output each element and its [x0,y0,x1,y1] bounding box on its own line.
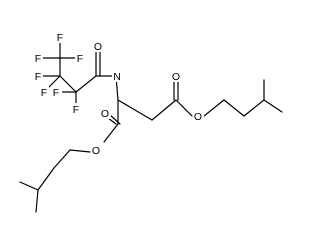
bonds [19,39,283,213]
bond-chain-a [223,99,245,117]
atom-labels: F F F F F F F O N O O O O [33,31,204,157]
bond-branch-b [19,181,39,191]
fluorine-atom-5: F [41,87,47,99]
amide-nitrogen-atom: N [113,71,121,83]
bond-chain-a [243,99,265,117]
ester-carbonyl-oxygen-atom-upper: O [172,71,180,83]
bond-ca-ch2 [117,99,153,121]
fluorine-atom-1: F [57,32,63,44]
bond-ester1-o-link [103,123,119,143]
bond-o-ch2-a [203,99,225,117]
bond-chain-b [53,149,71,169]
ester-link-oxygen-atom-lower: O [92,145,100,157]
bond-c2-c3 [59,75,77,93]
bond-branch-b [35,189,39,213]
amide-oxygen-atom: O [94,41,102,53]
bond-ester2-o-link [175,99,193,117]
molecule-diagram: F F F F F F F O N O O O O [19,31,283,213]
bond-ch2-c2ester [151,99,177,121]
bond-chain-b [37,167,55,191]
bond-c3-c4 [75,75,97,93]
bond-o-ch2-b [69,149,91,153]
ester-carbonyl-oxygen-atom-lower: O [101,108,109,120]
fluorine-atom-3: F [77,53,83,65]
structure-drawing: F F F F F F F O N O O O O [19,31,283,213]
fluorine-atom-4: F [35,71,41,83]
fluorine-atom-2: F [35,53,41,65]
fluorine-atom-7: F [73,104,79,116]
fluorine-atom-6: F [53,87,59,99]
bond-branch-a [263,99,283,113]
ester-link-oxygen-atom-upper: O [194,111,202,123]
bond-ester1-o-double [109,114,121,125]
